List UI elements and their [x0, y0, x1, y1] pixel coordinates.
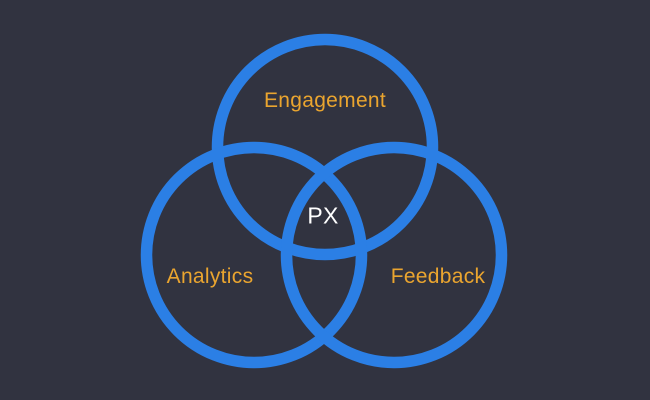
analytics-circle	[140, 141, 368, 369]
feedback-label: Feedback	[390, 265, 486, 288]
analytics-label: Analytics	[166, 265, 254, 288]
engagement-circle	[211, 33, 439, 261]
feedback-circle	[280, 141, 508, 369]
center-intersection-label: PX	[307, 202, 339, 229]
engagement-label: Engagement	[263, 89, 387, 112]
